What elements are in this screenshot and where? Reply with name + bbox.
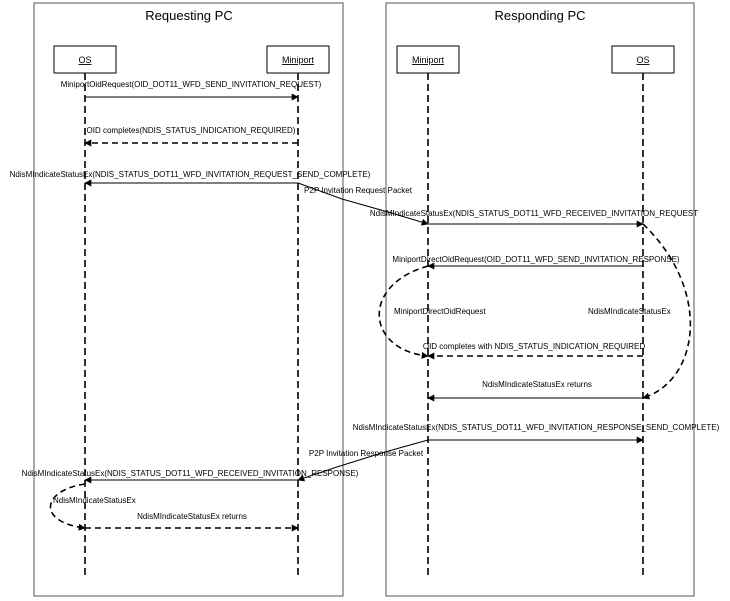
message-label-7: NdisMIndicateStatusEx returns — [482, 380, 592, 389]
packet-label-1: P2P Invitation Request Packet — [304, 186, 413, 195]
resp-miniport-label: Miniport — [412, 55, 445, 65]
message-label-8: NdisMIndicateStatusEx(NDIS_STATUS_DOT11_… — [353, 423, 720, 432]
loop-label-req: NdisMIndicateStatusEx — [53, 496, 136, 505]
responding-pc-title: Responding PC — [494, 8, 585, 23]
req-os-loop — [49, 483, 86, 531]
message-label-6: OID completes with NDIS_STATUS_INDICATIO… — [423, 342, 645, 351]
message-label-2: OID completes(NDIS_STATUS_INDICATION_REQ… — [87, 126, 296, 135]
message-label-4: NdisMIndicateStatusEx(NDIS_STATUS_DOT11_… — [370, 209, 698, 218]
loop-label-right: NdisMIndicateStatusEx — [588, 307, 671, 316]
req-miniport-box — [266, 45, 330, 74]
resp-os-loop — [642, 223, 692, 400]
packet-arrow-1 — [297, 182, 429, 226]
req-miniport-label: Miniport — [282, 55, 315, 65]
message-label-10: NdisMIndicateStatusEx returns — [137, 512, 247, 521]
requesting-pc-frame — [33, 2, 344, 597]
responding-pc-frame — [385, 2, 695, 597]
packet-label-2: P2P Invitation Response Packet — [309, 449, 424, 458]
message-label-9: NdisMIndicateStatusEx(NDIS_STATUS_DOT11_… — [22, 469, 359, 478]
req-os-label: OS — [78, 55, 91, 65]
requesting-pc-title: Requesting PC — [145, 8, 232, 23]
resp-os-label: OS — [636, 55, 649, 65]
message-label-3: NdisMIndicateStatusEx(NDIS_STATUS_DOT11_… — [10, 170, 371, 179]
loop-label-left: MiniportDirectOidRequest — [394, 307, 486, 316]
resp-miniport-box — [396, 45, 460, 74]
resp-miniport-loop — [378, 265, 429, 359]
req-os-box — [53, 45, 117, 74]
message-label-5: MiniportDirectOidRequest(OID_DOT11_WFD_S… — [392, 255, 680, 264]
packet-arrow-2 — [297, 439, 429, 482]
resp-os-box — [611, 45, 675, 74]
message-label-1: MiniportOidRequest(OID_DOT11_WFD_SEND_IN… — [61, 80, 322, 89]
